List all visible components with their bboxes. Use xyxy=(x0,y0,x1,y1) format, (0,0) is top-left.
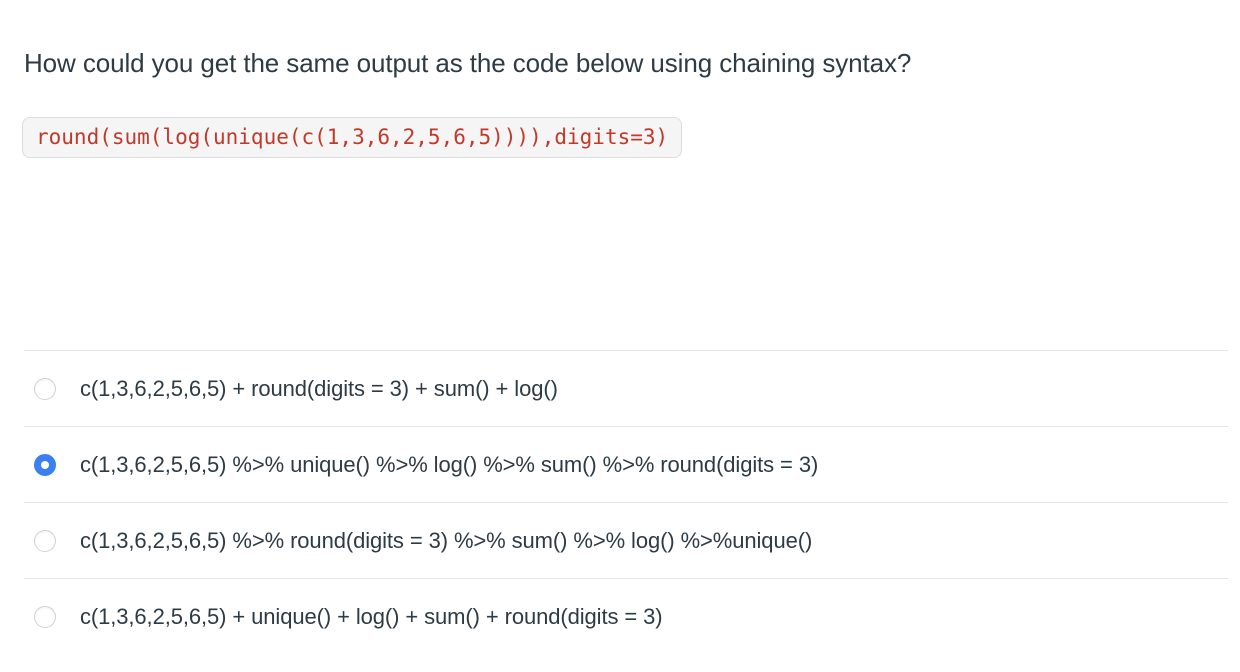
answer-option-3[interactable]: c(1,3,6,2,5,6,5) %>% round(digits = 3) %… xyxy=(24,502,1228,578)
code-sample-container: round(sum(log(unique(c(1,3,6,2,5,6,5))))… xyxy=(22,117,683,158)
answer-option-label-3: c(1,3,6,2,5,6,5) %>% round(digits = 3) %… xyxy=(80,527,813,553)
answer-option-label-4: c(1,3,6,2,5,6,5) + unique() + log() + su… xyxy=(80,603,663,629)
radio-button-icon-2[interactable] xyxy=(34,453,56,476)
answer-options-list: c(1,3,6,2,5,6,5) + round(digits = 3) + s… xyxy=(0,350,1240,654)
answer-option-label-2: c(1,3,6,2,5,6,5) %>% unique() %>% log() … xyxy=(80,451,819,477)
answer-option-2[interactable]: c(1,3,6,2,5,6,5) %>% unique() %>% log() … xyxy=(24,426,1228,502)
radio-button-icon-1[interactable] xyxy=(34,377,56,400)
answer-option-1[interactable]: c(1,3,6,2,5,6,5) + round(digits = 3) + s… xyxy=(24,350,1228,426)
radio-button-icon-3[interactable] xyxy=(34,529,56,552)
radio-button-icon-4[interactable] xyxy=(34,605,56,628)
question-prompt: How could you get the same output as the… xyxy=(24,48,912,78)
code-sample: round(sum(log(unique(c(1,3,6,2,5,6,5))))… xyxy=(22,117,683,158)
answer-option-4[interactable]: c(1,3,6,2,5,6,5) + unique() + log() + su… xyxy=(24,578,1228,654)
answer-option-label-1: c(1,3,6,2,5,6,5) + round(digits = 3) + s… xyxy=(80,375,558,401)
